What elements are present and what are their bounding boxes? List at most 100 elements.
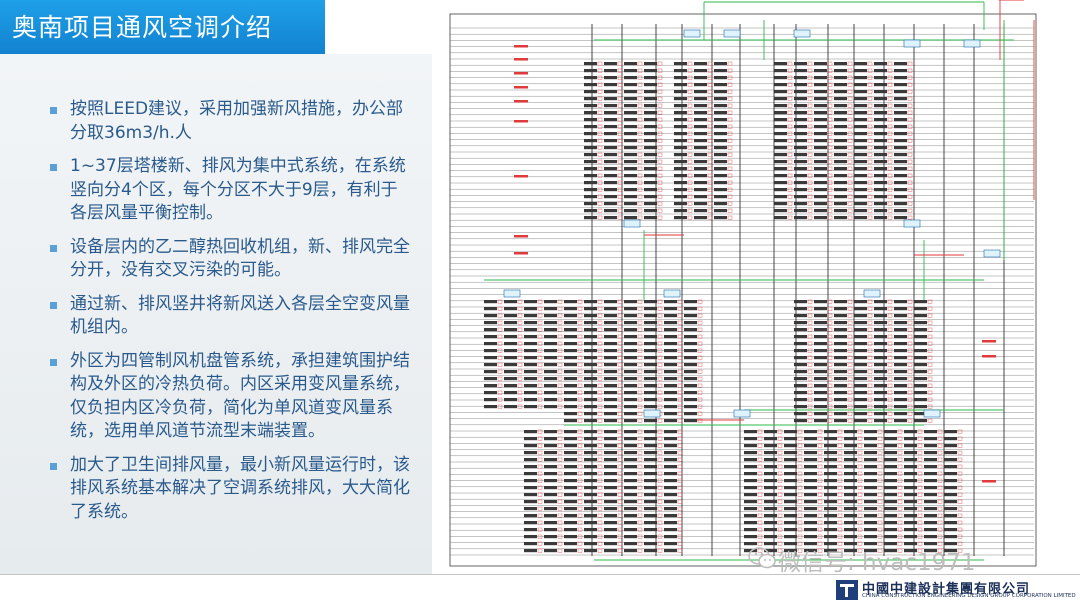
equipment-tag xyxy=(827,348,833,353)
equipment-unit xyxy=(664,370,677,374)
equipment-unit xyxy=(674,174,687,178)
equipment-unit xyxy=(584,139,597,143)
equipment-unit xyxy=(914,370,927,374)
equipment-unit xyxy=(874,363,887,367)
equipment-unit xyxy=(834,90,847,94)
equipment-tag xyxy=(707,138,713,143)
equipment-unit xyxy=(814,83,827,87)
equipment-unit xyxy=(544,535,557,539)
equipment-tag xyxy=(577,390,583,395)
equipment-unit xyxy=(944,465,957,469)
equipment-unit xyxy=(794,321,807,325)
equipment-tag xyxy=(797,520,803,525)
equipment-tag xyxy=(677,306,683,311)
equipment-unit xyxy=(624,188,637,192)
equipment-tag xyxy=(597,534,603,539)
equipment-tag xyxy=(577,436,583,441)
equipment-unit xyxy=(854,349,867,353)
equipment-unit xyxy=(644,125,657,129)
equipment-unit xyxy=(904,437,917,441)
equipment-unit xyxy=(834,405,847,409)
equipment-tag xyxy=(937,506,943,511)
equipment-unit xyxy=(884,472,897,476)
equipment-unit xyxy=(524,335,537,339)
equipment-unit xyxy=(864,493,877,497)
equipment-unit xyxy=(944,542,957,546)
equipment-tag xyxy=(797,429,803,434)
equipment-tag xyxy=(847,166,853,171)
equipment-tag xyxy=(887,397,893,402)
equipment-tag xyxy=(637,397,643,402)
equipment-tag xyxy=(677,411,683,416)
equipment-unit xyxy=(674,202,687,206)
equipment-tag xyxy=(867,124,873,129)
equipment-tag xyxy=(907,383,913,388)
equipment-unit xyxy=(744,521,757,525)
equipment-unit xyxy=(744,465,757,469)
equipment-tag xyxy=(657,404,663,409)
equipment-tag xyxy=(687,152,693,157)
equipment-unit xyxy=(694,153,707,157)
equipment-tag xyxy=(727,187,733,192)
equipment-unit xyxy=(544,342,557,346)
equipment-unit xyxy=(544,370,557,374)
equipment-tag xyxy=(897,485,903,490)
equipment-tag xyxy=(937,534,943,539)
equipment-unit xyxy=(484,328,497,332)
equipment-tag xyxy=(707,82,713,87)
equipment-tag xyxy=(787,215,793,220)
equipment-unit xyxy=(644,132,657,136)
equipment-unit xyxy=(624,472,637,476)
equipment-unit xyxy=(764,542,777,546)
equipment-unit xyxy=(944,451,957,455)
equipment-unit xyxy=(524,430,537,434)
equipment-unit xyxy=(584,132,597,136)
equipment-tag xyxy=(537,499,543,504)
equipment-tag xyxy=(617,215,623,220)
equipment-unit xyxy=(674,188,687,192)
equipment-unit xyxy=(834,160,847,164)
equipment-tag xyxy=(727,61,733,66)
equipment-tag xyxy=(657,548,663,553)
equipment-tag xyxy=(687,82,693,87)
equipment-tag xyxy=(637,208,643,213)
equipment-unit xyxy=(874,181,887,185)
equipment-unit xyxy=(804,479,817,483)
equipment-tag xyxy=(957,492,963,497)
equipment-unit xyxy=(874,174,887,178)
company-logo: 中國中建設計集團有限公司 CHINA CONSTRUCTION ENGINEER… xyxy=(836,578,1076,604)
equipment-tag xyxy=(887,334,893,339)
equipment-tag xyxy=(857,534,863,539)
equipment-tag xyxy=(637,450,643,455)
equipment-tag xyxy=(757,520,763,525)
equipment-tag xyxy=(957,485,963,490)
equipment-tag xyxy=(907,411,913,416)
equipment-tag xyxy=(917,513,923,518)
equipment-tag xyxy=(877,457,883,462)
bullet-item: 外区为四管制风机盘管系统，承担建筑围护结构及外区的冷热负荷。内区采用变风量系统，… xyxy=(44,350,414,444)
equipment-tag xyxy=(787,187,793,192)
equipment-tag xyxy=(847,131,853,136)
equipment-tag xyxy=(897,443,903,448)
equipment-unit xyxy=(834,111,847,115)
equipment-unit xyxy=(854,356,867,360)
air-handling-unit xyxy=(663,289,681,298)
equipment-unit xyxy=(844,458,857,462)
equipment-tag xyxy=(537,436,543,441)
equipment-unit xyxy=(544,384,557,388)
equipment-tag xyxy=(597,369,603,374)
equipment-unit xyxy=(834,377,847,381)
equipment-unit xyxy=(854,69,867,73)
equipment-tag xyxy=(907,131,913,136)
diagram-frame xyxy=(449,13,1037,567)
equipment-tag xyxy=(637,75,643,80)
equipment-tag xyxy=(807,299,813,304)
equipment-unit xyxy=(624,405,637,409)
equipment-tag xyxy=(677,334,683,339)
equipment-unit xyxy=(694,111,707,115)
equipment-unit xyxy=(854,83,867,87)
equipment-tag xyxy=(617,369,623,374)
equipment-tag xyxy=(957,429,963,434)
equipment-tag xyxy=(937,520,943,525)
equipment-tag xyxy=(707,131,713,136)
